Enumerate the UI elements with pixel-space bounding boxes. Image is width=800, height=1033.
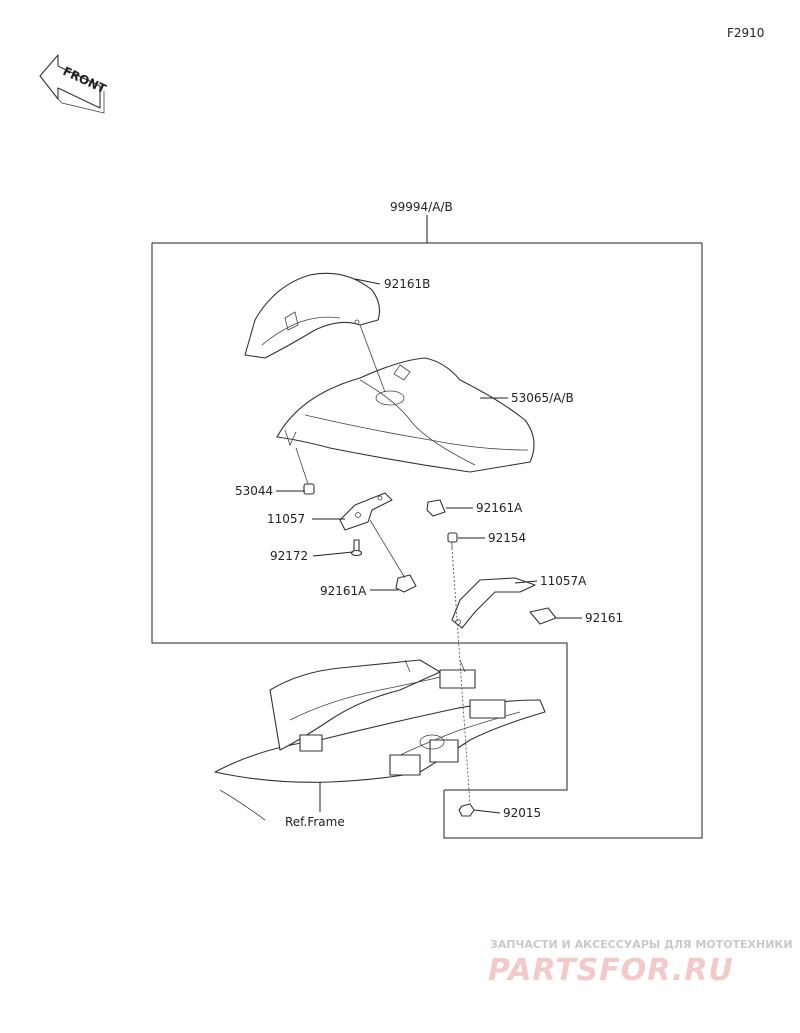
label-92161a-left: 92161A (320, 584, 367, 598)
nut-92015 (458, 803, 475, 817)
label-92161b: 92161B (384, 277, 430, 291)
label-53044: 53044 (235, 484, 273, 498)
front-arrow-icon: FRONT (39, 54, 109, 114)
figure-code: F2910 (727, 26, 764, 40)
seat-cover-53065 (276, 357, 535, 473)
bracket-11057a (451, 577, 536, 629)
label-92172: 92172 (270, 549, 308, 563)
rear-frame (214, 659, 546, 821)
damper-92161a-left (395, 574, 417, 593)
watermark-caption: ЗАПЧАСТИ И АКСЕССУАРЫ ДЛЯ МОТОТЕХНИКИ (490, 938, 793, 951)
leader-lines (276, 278, 582, 814)
cover-92161b (244, 272, 381, 359)
label-92015: 92015 (503, 806, 541, 820)
label-92161: 92161 (585, 611, 623, 625)
label-assembly: 99994/A/B (390, 200, 453, 214)
label-92154: 92154 (488, 531, 526, 545)
damper-92161a-right (426, 499, 446, 517)
nut-53044 (303, 483, 315, 495)
pad-92161 (529, 607, 557, 625)
label-11057a: 11057A (540, 574, 587, 588)
watermark-logo: PARTSFOR.RU (488, 953, 734, 988)
label-53065: 53065/A/B (511, 391, 574, 405)
label-11057: 11057 (267, 512, 305, 526)
bolt-92172 (350, 539, 363, 557)
assembly-frame (151, 215, 703, 839)
label-92161a-right: 92161A (476, 501, 523, 515)
bracket-11057 (339, 492, 393, 531)
bolt-92154 (447, 532, 458, 548)
label-ref-frame: Ref.Frame (285, 815, 345, 829)
